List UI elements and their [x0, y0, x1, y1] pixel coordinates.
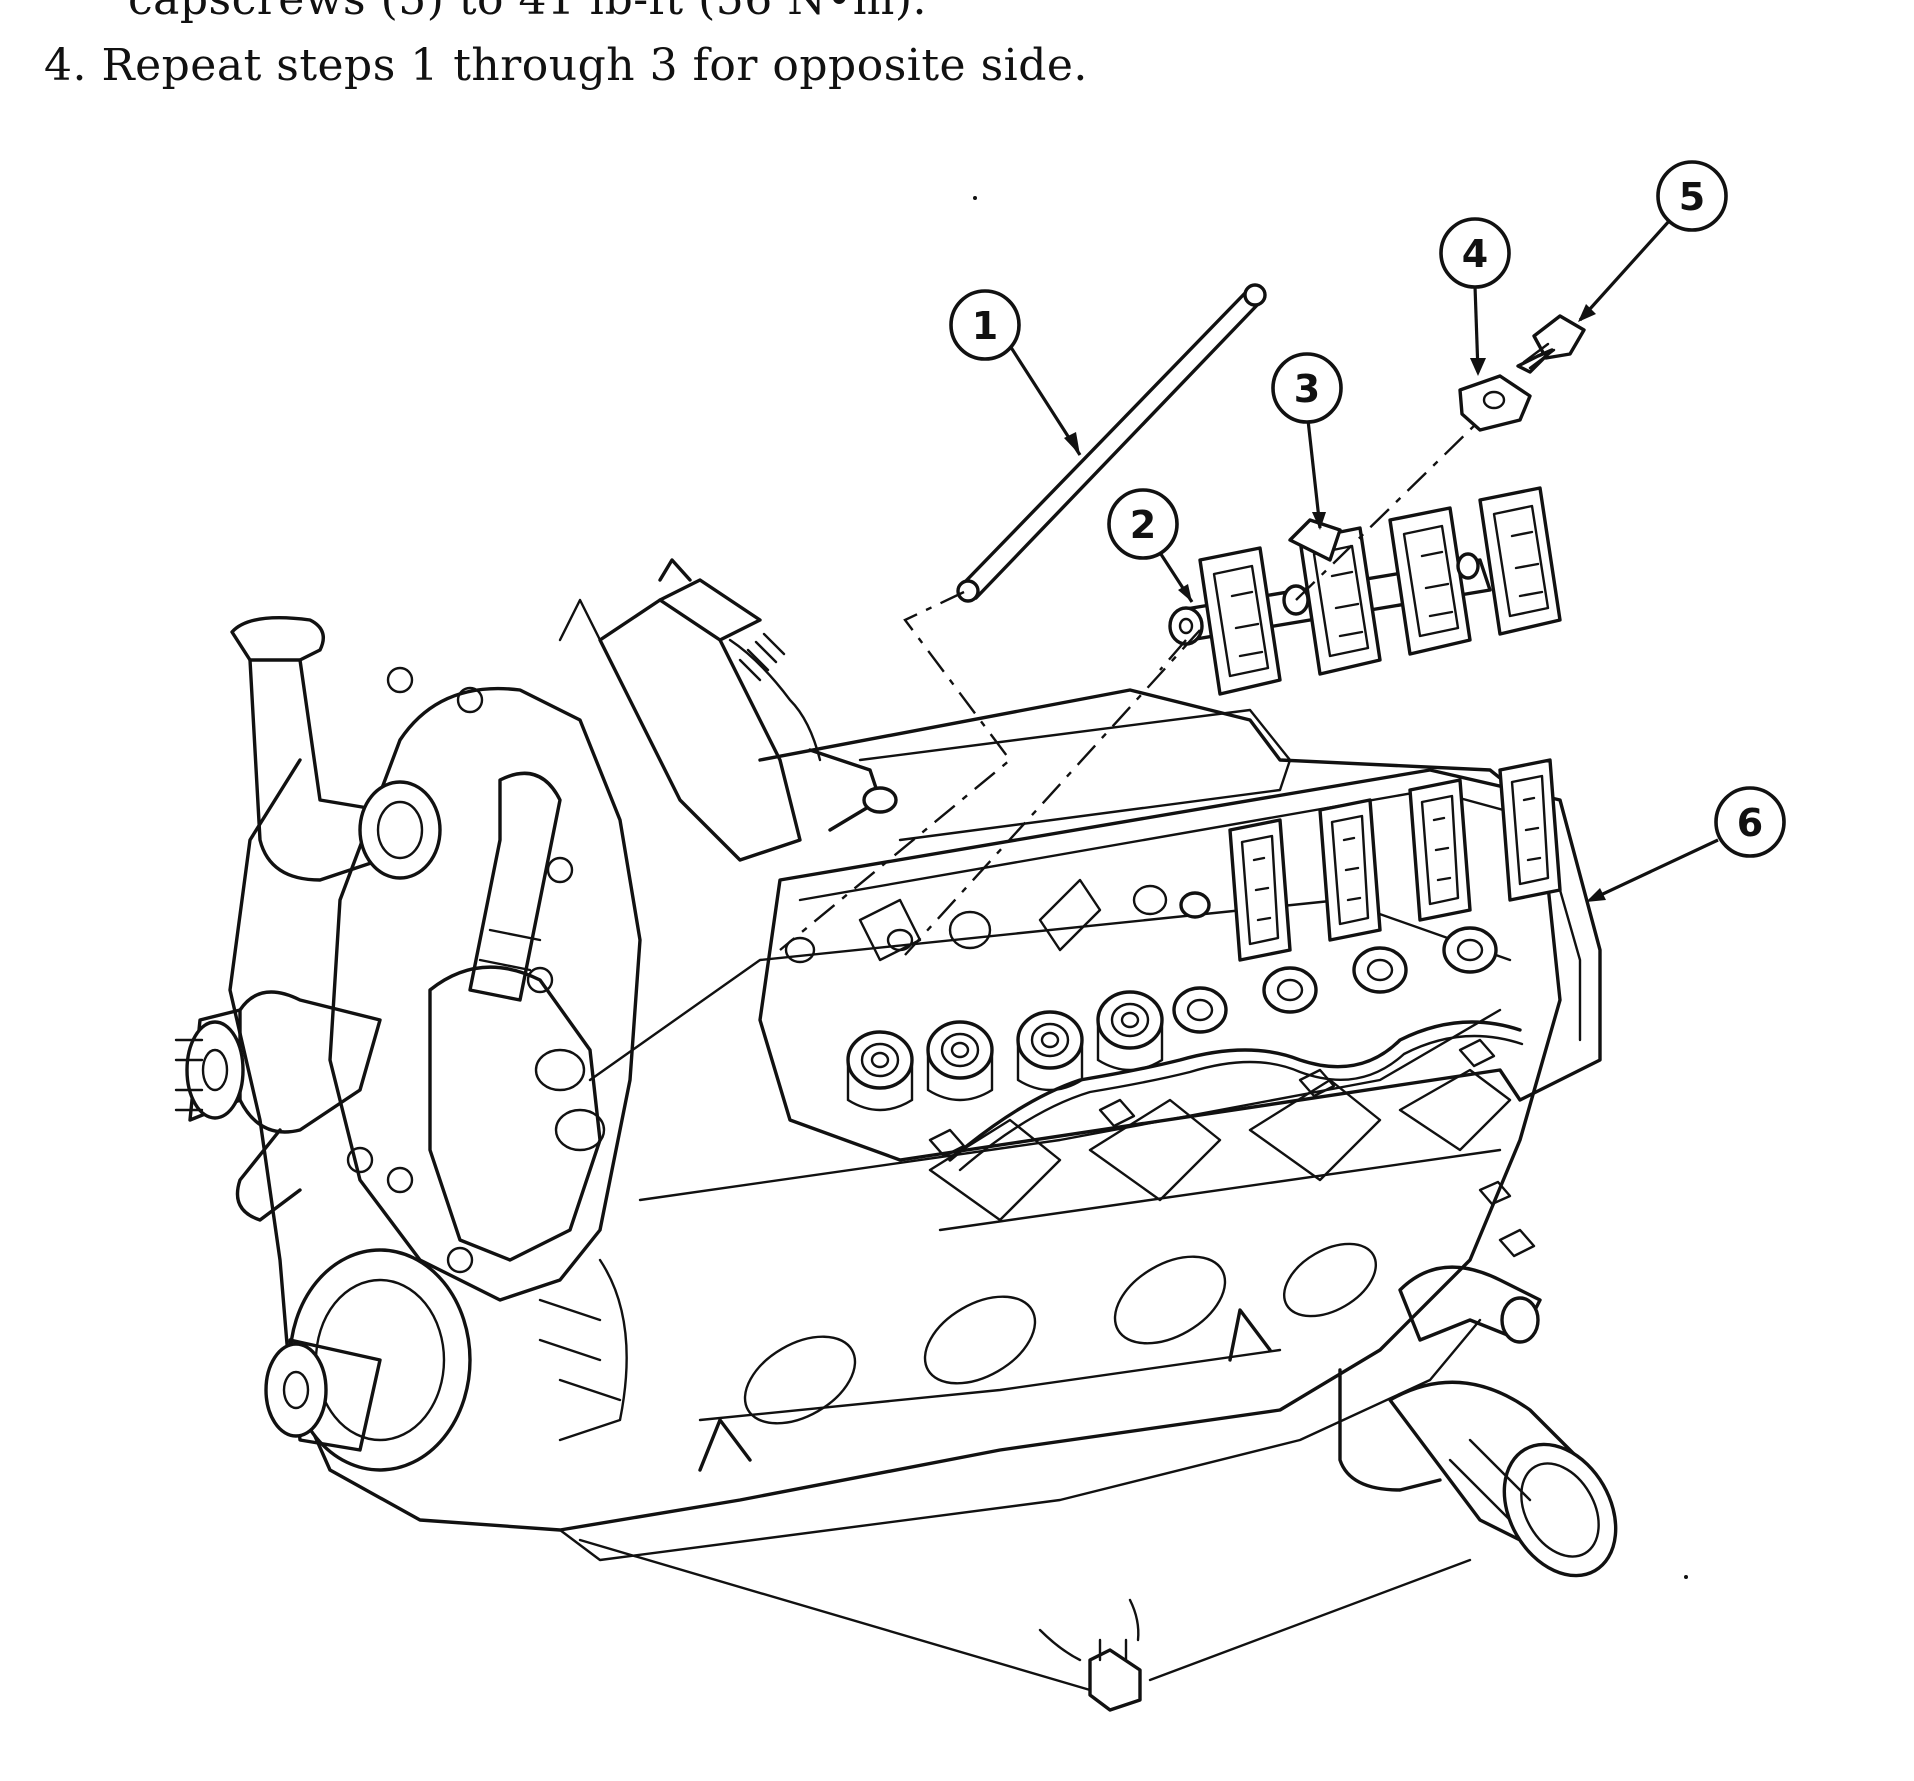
callout-1-number: 1: [972, 304, 998, 348]
scan-speck: [973, 196, 977, 200]
capscrew: [1516, 314, 1586, 374]
front-cover-and-water-pump: [174, 616, 642, 1472]
instruction-step-4: 4. Repeat steps 1 through 3 for opposite…: [44, 40, 1088, 91]
callout-4-number: 4: [1462, 232, 1488, 276]
callout-4: 4: [1439, 217, 1511, 376]
callout-5: 5: [1578, 160, 1728, 322]
instruction-line-continuation: capscrews (5) to 41 lb-ft (56 N•m).: [128, 0, 927, 26]
scan-speck: [1684, 1575, 1688, 1579]
pushrod: [956, 283, 1267, 603]
callout-1: 1: [949, 289, 1082, 456]
valve-springs: [784, 878, 1498, 1112]
assembly-centerlines: [779, 419, 1481, 956]
callout-6-number: 6: [1737, 801, 1763, 845]
callout-3-number: 3: [1294, 367, 1320, 411]
oil-drain-plug: [578, 1538, 1472, 1712]
callout-5-number: 5: [1679, 175, 1705, 219]
callout-2: 2: [1107, 488, 1194, 603]
oil-filter: [1338, 1180, 1618, 1578]
cylinder-head: [758, 708, 1602, 1232]
injection-lines: [928, 1020, 1524, 1172]
callout-6: 6: [1586, 786, 1786, 902]
injection-pump: [558, 558, 898, 862]
engine-block: [228, 688, 1562, 1562]
installed-rocker-arms: [1179, 758, 1562, 962]
callout-3: 3: [1271, 352, 1343, 530]
retainer: [1458, 374, 1532, 432]
callout-2-number: 2: [1130, 503, 1156, 547]
rocker-shaft-assembly: [1168, 486, 1562, 696]
